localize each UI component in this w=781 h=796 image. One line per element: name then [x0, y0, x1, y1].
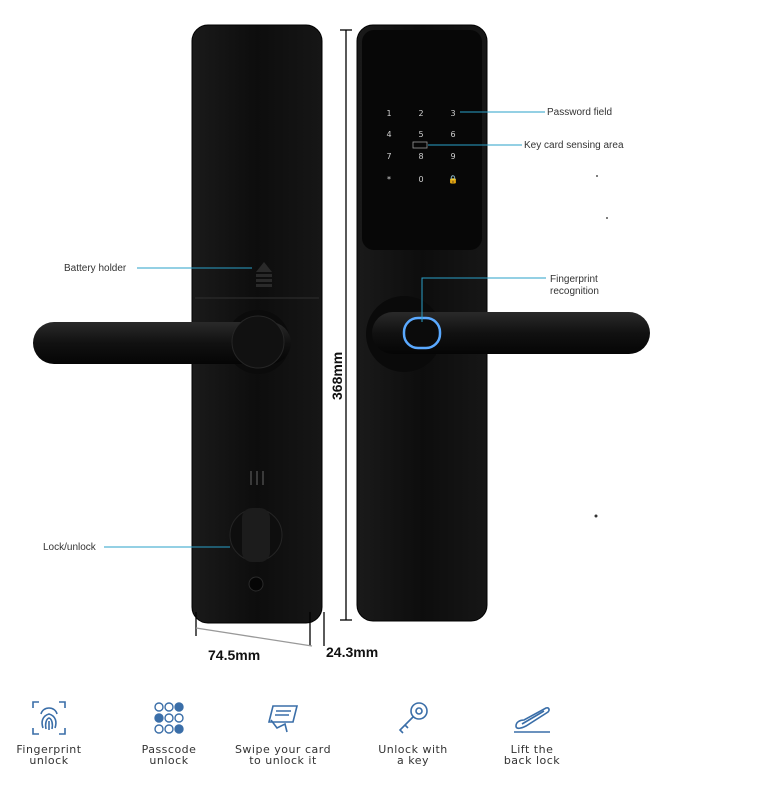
feature-passcode: Passcode unlock — [114, 698, 224, 766]
back-handle — [33, 310, 291, 374]
key-icon — [398, 702, 428, 734]
card-swipe-icon — [267, 705, 299, 733]
keypad: 1 2 3 4 5 6 7 8 9 * 0 🔒 — [386, 109, 458, 184]
keypad-key[interactable]: * — [387, 175, 391, 184]
fingerprint-label-line1: Fingerprint — [550, 274, 598, 285]
feature-label: Lift the back lock — [503, 743, 561, 767]
keypad-key[interactable]: 6 — [450, 130, 455, 139]
keypad-key[interactable]: 5 — [418, 130, 423, 139]
keypad-key[interactable]: 🔒 — [448, 175, 458, 184]
width-dimension: 74.5mm — [208, 647, 260, 663]
key-card-area-label: Key card sensing area — [524, 140, 624, 151]
fingerprint-icon — [32, 701, 66, 735]
fingerprint-sensor[interactable] — [402, 316, 442, 350]
keypad-key[interactable]: 4 — [386, 130, 391, 139]
keypad-key[interactable]: 0 — [418, 175, 423, 184]
keypad-key[interactable]: 7 — [386, 152, 391, 161]
height-dimension: 368mm — [329, 352, 345, 400]
keypad-key[interactable]: 1 — [386, 109, 391, 118]
feature-label: Unlock with a key — [378, 743, 448, 767]
feature-label: Passcode unlock — [141, 743, 197, 767]
feature-label: Fingerprint unlock — [16, 743, 82, 767]
dimension-lines — [195, 29, 352, 647]
feature-card: Swipe your card to unlock it — [228, 698, 338, 766]
lift-handle-icon — [514, 707, 550, 733]
back-lock-unit — [33, 24, 323, 624]
vent-slots — [250, 471, 264, 485]
keypad-key[interactable]: 3 — [450, 109, 455, 118]
card-sensing-marker — [412, 141, 428, 149]
battery-holder-icon — [256, 262, 272, 287]
front-lock-unit: 1 2 3 4 5 6 7 8 9 * 0 🔒 — [356, 24, 650, 622]
passcode-icon — [154, 702, 184, 734]
depth-dimension: 24.3mm — [326, 644, 378, 660]
feature-label: Swipe your card to unlock it — [234, 743, 332, 767]
callouts: Battery holder Lock/unlock Password fiel… — [43, 107, 624, 553]
feature-fingerprint: Fingerprint unlock — [0, 698, 104, 766]
lock-unlock-label: Lock/unlock — [43, 542, 97, 553]
keypad-key[interactable]: 9 — [450, 152, 455, 161]
keyhole[interactable] — [248, 576, 264, 592]
front-handle — [366, 296, 650, 372]
keypad-key[interactable]: 8 — [418, 152, 423, 161]
thumb-turn-knob[interactable] — [229, 508, 283, 562]
password-field-label: Password field — [547, 107, 612, 118]
battery-holder-label: Battery holder — [64, 263, 127, 274]
feature-key: Unlock with a key — [358, 698, 468, 766]
fingerprint-label-line2: recognition — [550, 286, 599, 297]
keypad-key[interactable]: 2 — [418, 109, 423, 118]
feature-lift: Lift the back lock — [477, 698, 587, 766]
